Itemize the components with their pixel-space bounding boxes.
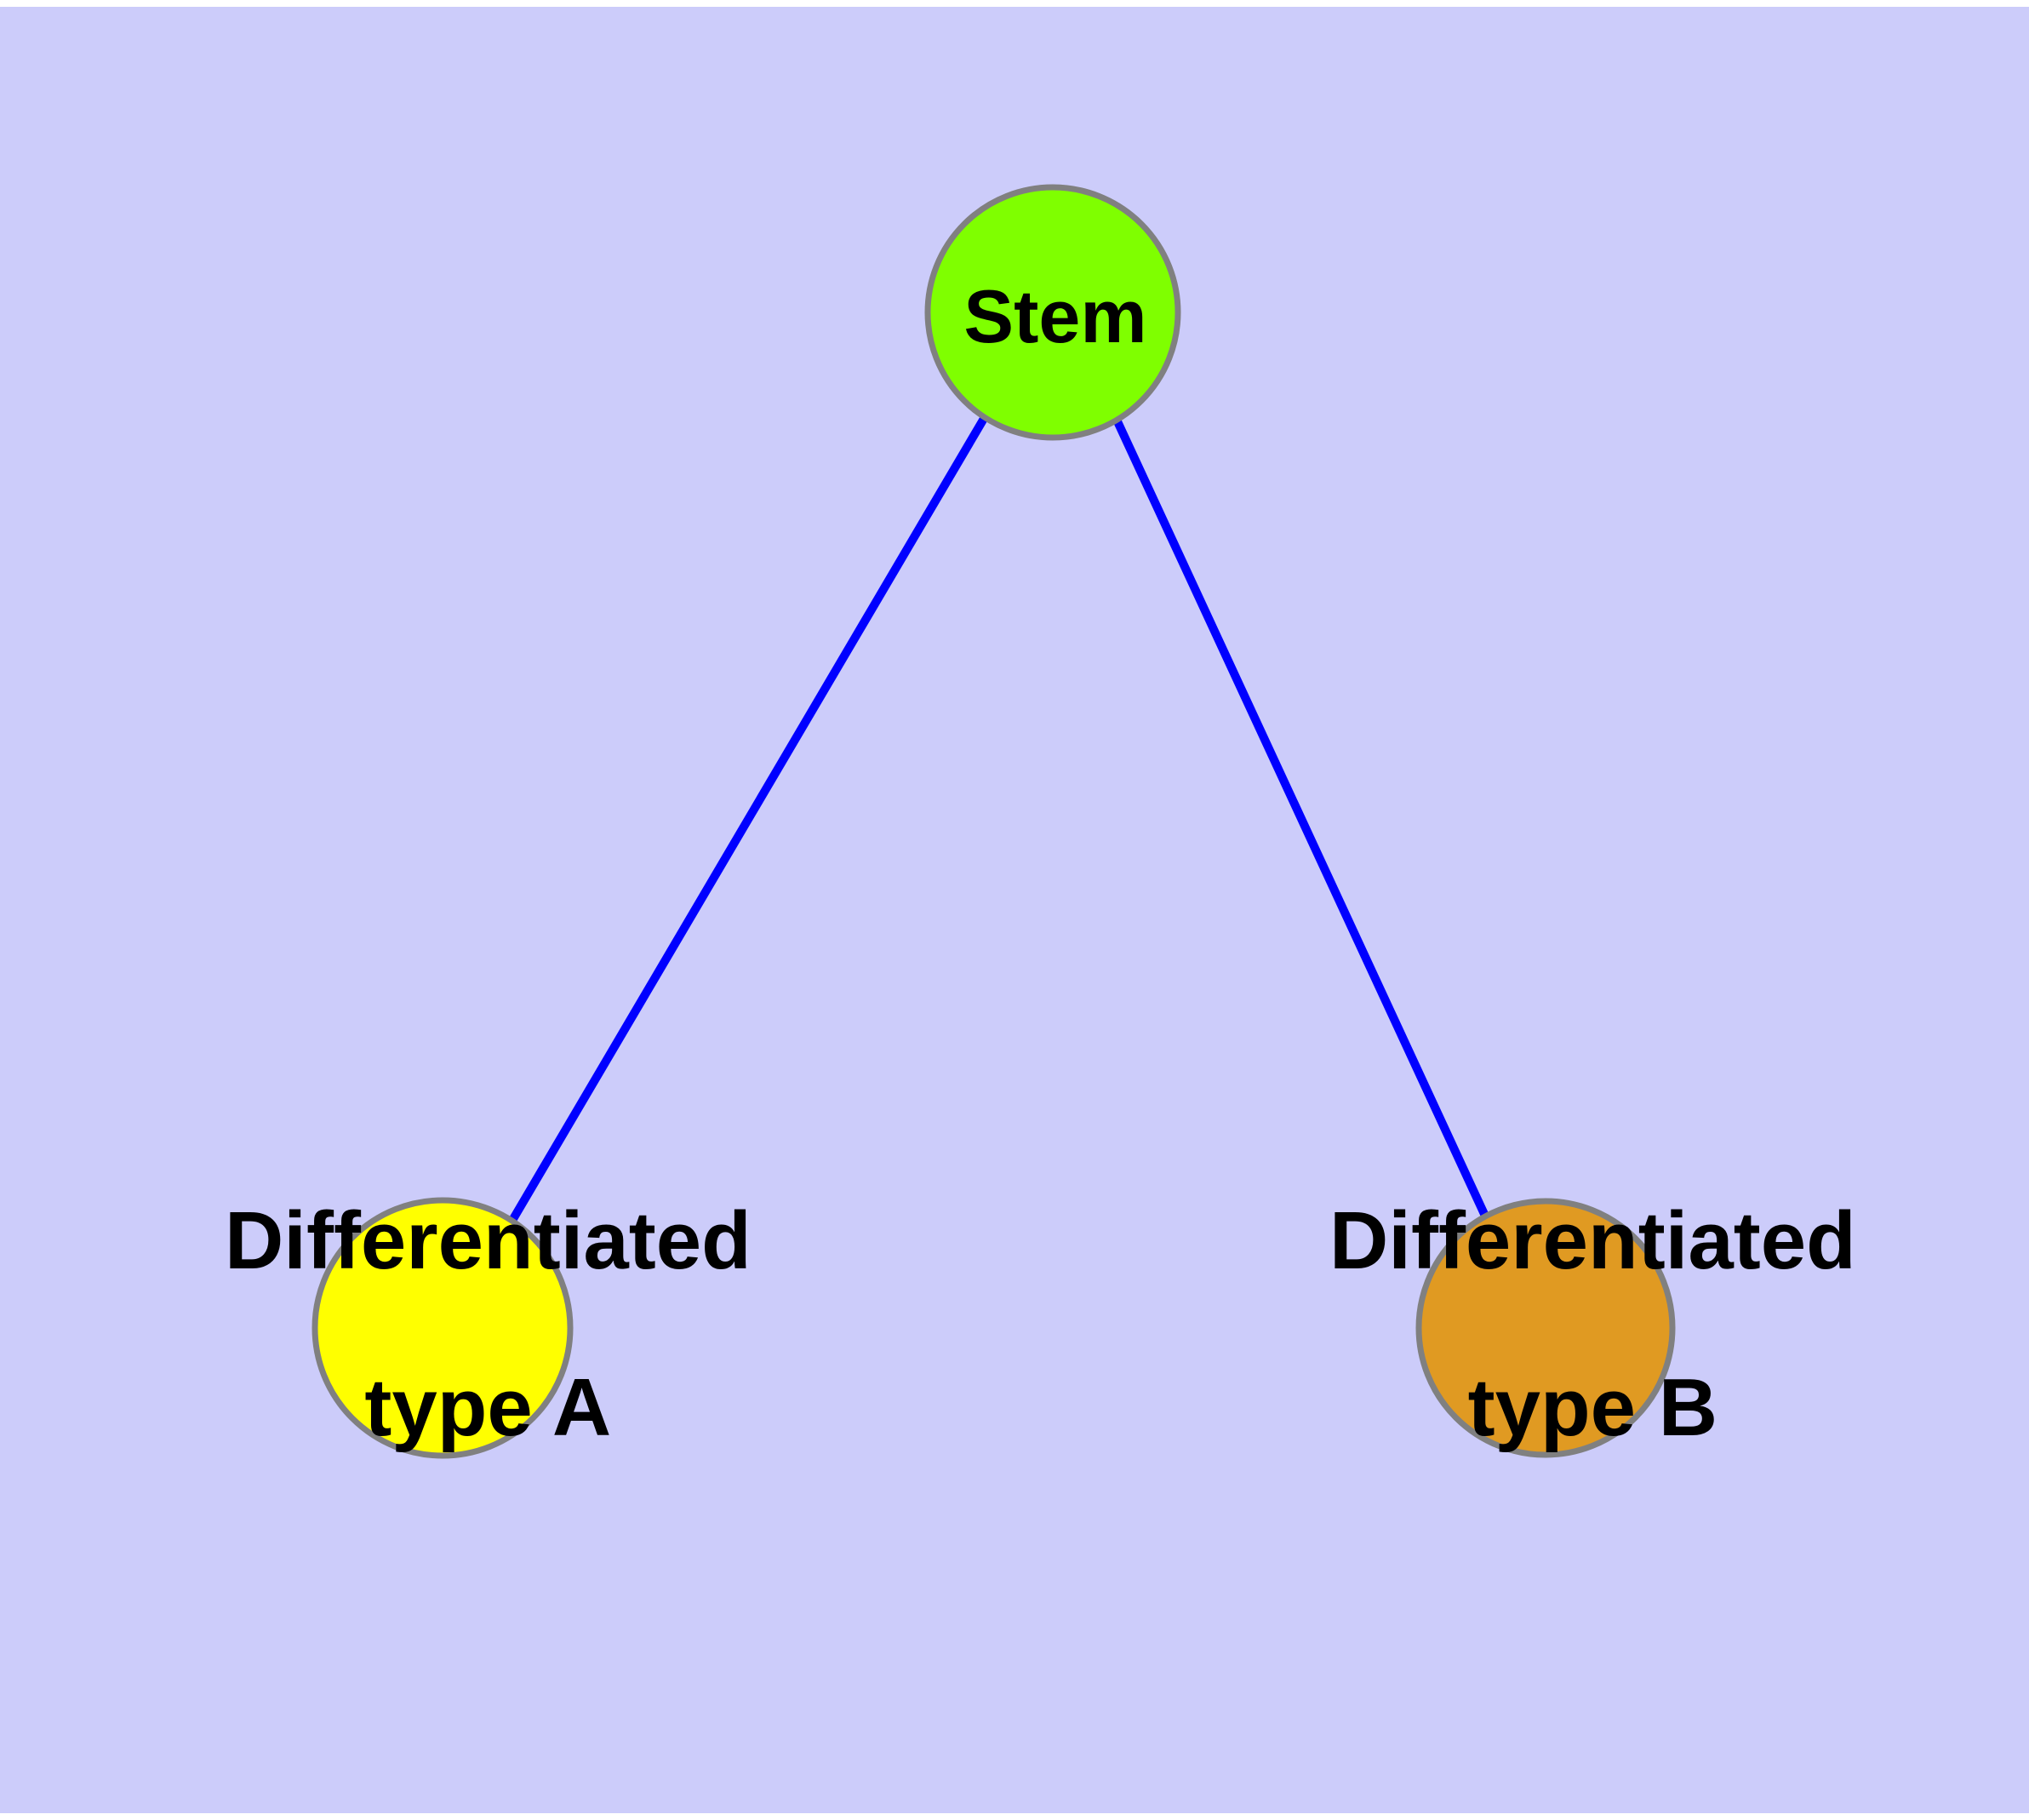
node-layer <box>311 184 1676 1459</box>
edge-stem-to-type-a[interactable] <box>506 415 989 1226</box>
node-stem-circle[interactable] <box>924 184 1181 441</box>
edge-stem-to-type-b[interactable] <box>1112 417 1493 1226</box>
edge-layer <box>506 415 1493 1226</box>
node-type-b-circle[interactable] <box>1415 1198 1676 1458</box>
node-type-a-circle[interactable] <box>311 1197 574 1459</box>
